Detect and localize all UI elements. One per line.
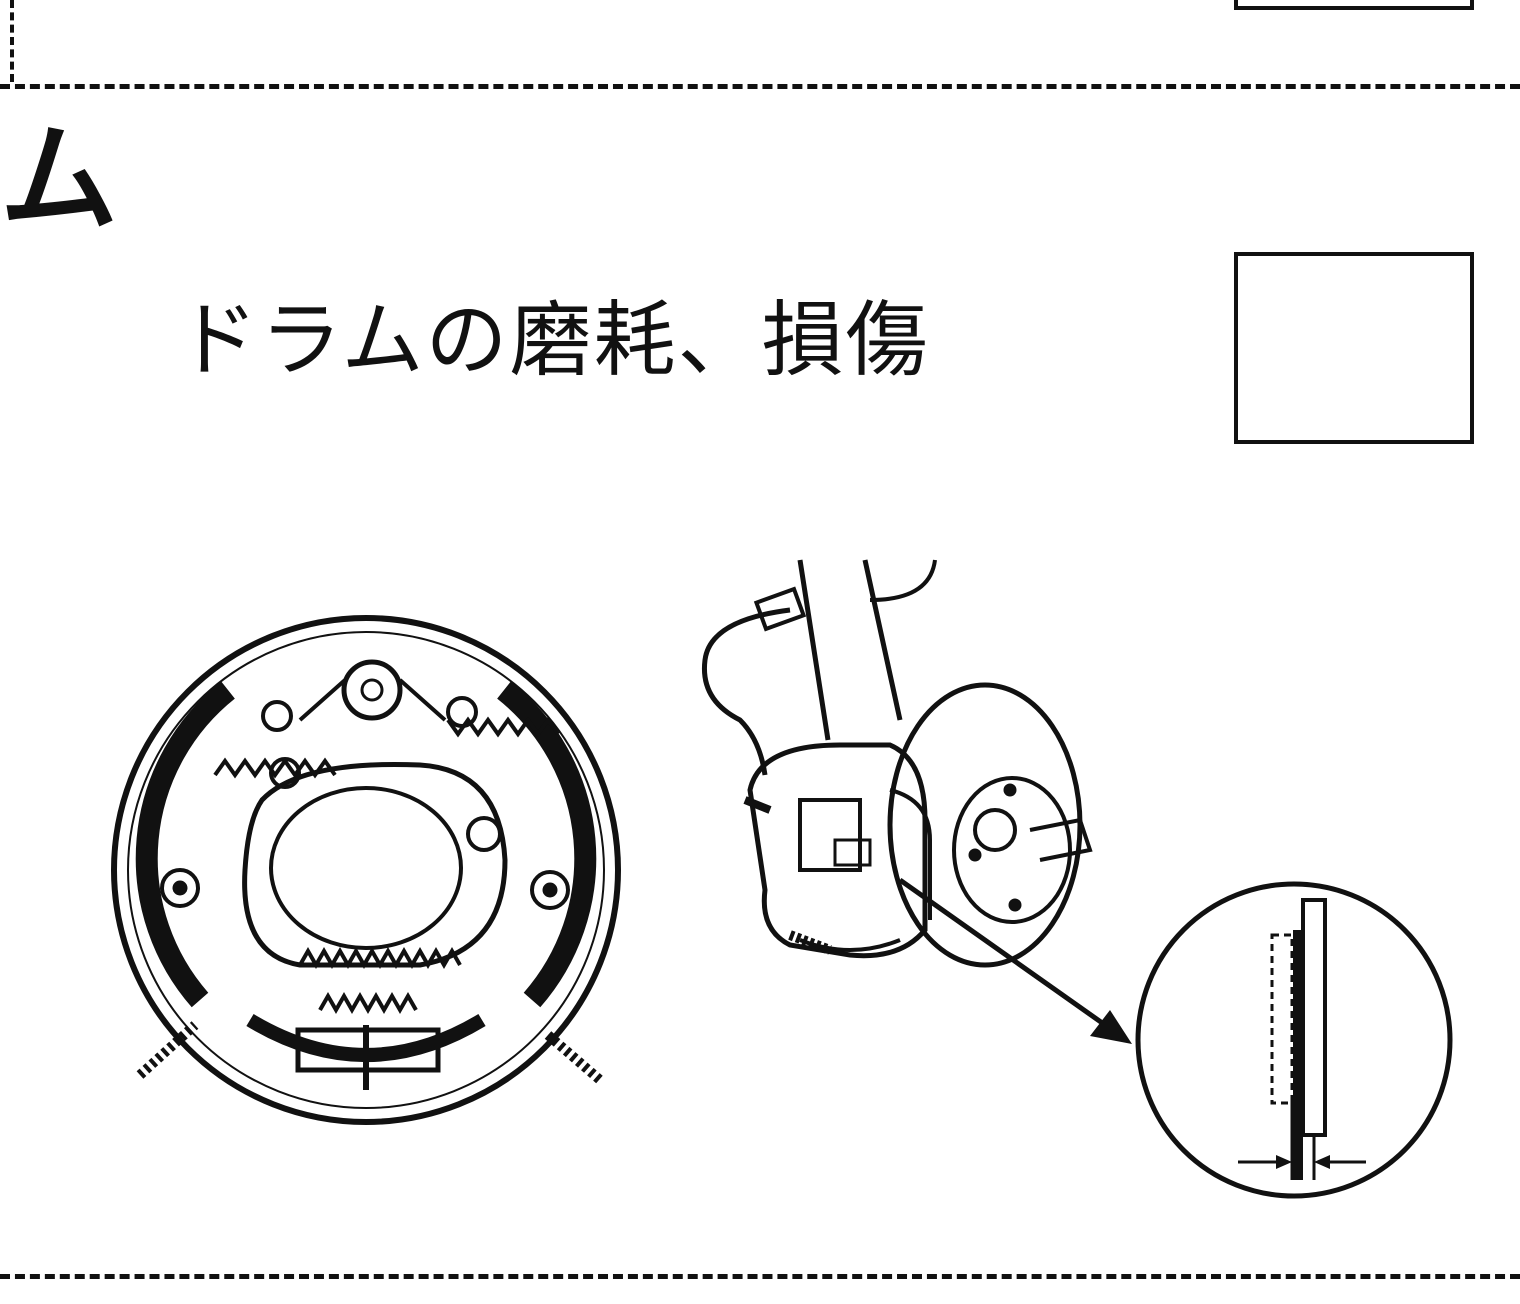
inspection-checkbox[interactable] [1234, 252, 1474, 444]
row-divider-bottom [0, 1274, 1520, 1279]
section-heading-fragment: ム [0, 110, 118, 248]
inspection-item-label: ドラムの磨耗、損傷 [176, 293, 930, 388]
left-dashed-border [10, 0, 14, 82]
drum-brake-figure [111, 615, 621, 1125]
disc-brake-figure [701, 559, 1132, 1044]
row-divider-top [0, 84, 1520, 89]
checkbox-previous-item[interactable] [1234, 0, 1474, 10]
pad-detail-figure [1135, 881, 1453, 1199]
